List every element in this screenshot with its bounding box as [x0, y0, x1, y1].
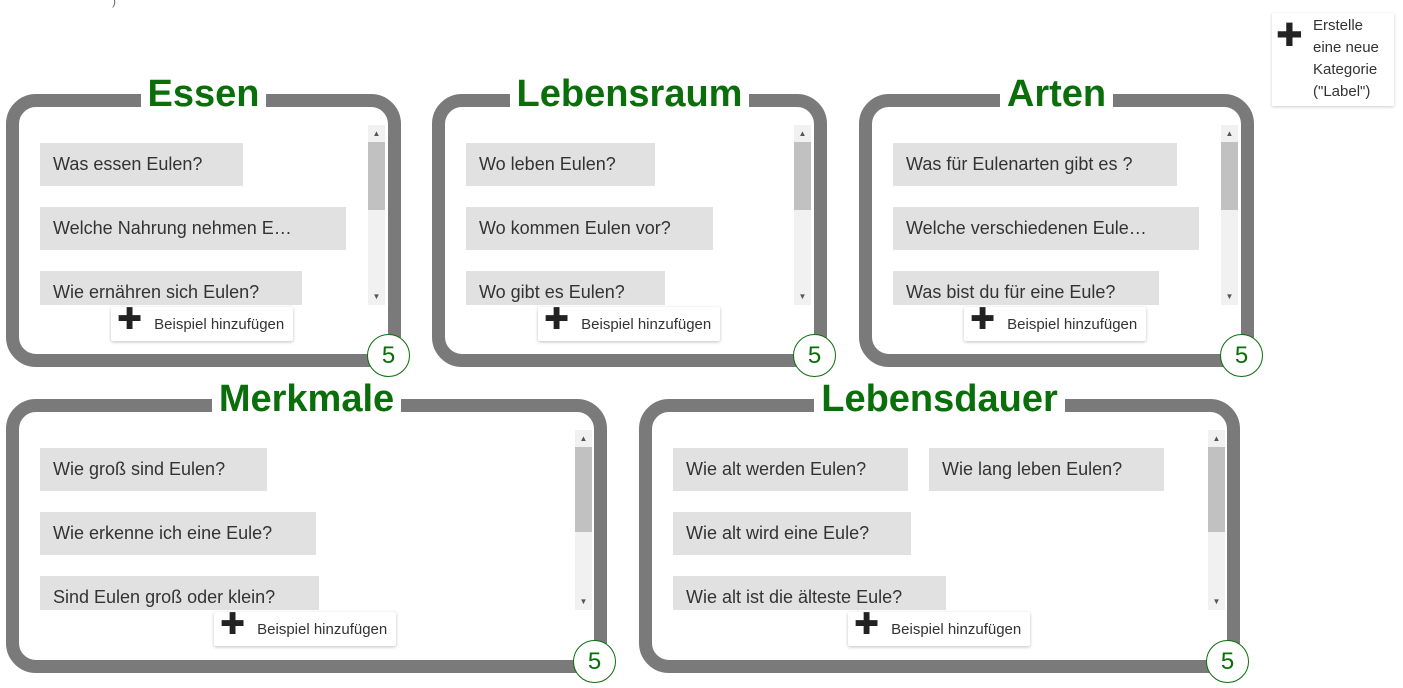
- plus-icon: ✚: [1276, 17, 1303, 53]
- example-chip[interactable]: Wo kommen Eulen vor?: [466, 207, 713, 250]
- category-card-essen: Essen Was essen Eulen? Welche Nahrung ne…: [6, 73, 410, 377]
- example-chip[interactable]: Sind Eulen groß oder klein?: [40, 576, 319, 610]
- add-example-label: Beispiel hinzufügen: [257, 620, 388, 638]
- category-title[interactable]: Lebensdauer: [814, 378, 1065, 420]
- add-example-label: Beispiel hinzufügen: [581, 315, 712, 333]
- plus-icon: ✚: [117, 303, 143, 336]
- add-example-button[interactable]: ✚ Beispiel hinzufügen: [111, 303, 294, 341]
- scroll-up-arrow-icon[interactable]: ▲: [579, 434, 588, 443]
- category-title[interactable]: Arten: [999, 73, 1114, 115]
- list-scrollbar[interactable]: ▲ ▼: [1221, 125, 1238, 305]
- scroll-down-arrow-icon[interactable]: ▼: [372, 292, 381, 301]
- add-example-label: Beispiel hinzufügen: [154, 315, 285, 333]
- example-chip[interactable]: Wie alt werden Eulen?: [673, 448, 908, 491]
- example-list[interactable]: Was für Eulenarten gibt es ? Welche vers…: [872, 125, 1221, 305]
- example-chip[interactable]: Was essen Eulen?: [40, 143, 243, 186]
- example-chip[interactable]: Wie alt wird eine Eule?: [673, 512, 911, 555]
- example-list[interactable]: Wie groß sind Eulen? Wie erkenne ich ein…: [19, 430, 575, 610]
- example-chip[interactable]: Wie alt ist die älteste Eule?: [673, 576, 946, 610]
- scroll-thumb[interactable]: [794, 142, 811, 210]
- list-scrollbar[interactable]: ▲ ▼: [368, 125, 385, 305]
- example-chip[interactable]: Welche Nahrung nehmen E…: [40, 207, 346, 250]
- example-list[interactable]: Was essen Eulen? Welche Nahrung nehmen E…: [19, 125, 368, 305]
- add-example-label: Beispiel hinzufügen: [891, 620, 1022, 638]
- add-example-button[interactable]: ✚ Beispiel hinzufügen: [848, 608, 1031, 646]
- category-title[interactable]: Lebensraum: [509, 73, 750, 115]
- top-marker-text: ): [112, 0, 116, 8]
- add-example-button[interactable]: ✚ Beispiel hinzufügen: [214, 608, 397, 646]
- example-chip[interactable]: Welche verschiedenen Eule…: [893, 207, 1199, 250]
- example-chip[interactable]: Wie groß sind Eulen?: [40, 448, 267, 491]
- category-card-lebensdauer: Lebensdauer Wie alt werden Eulen? Wie lan…: [639, 378, 1249, 683]
- example-list[interactable]: Wo leben Eulen? Wo kommen Eulen vor? Wo …: [445, 125, 794, 305]
- example-count-badge: 5: [1206, 640, 1249, 683]
- scroll-down-arrow-icon[interactable]: ▼: [1212, 597, 1221, 606]
- plus-icon: ✚: [854, 608, 880, 641]
- scroll-down-arrow-icon[interactable]: ▼: [798, 292, 807, 301]
- category-card-merkmale: Merkmale Wie groß sind Eulen? Wie erkenn…: [6, 378, 616, 683]
- example-chip[interactable]: Wo leben Eulen?: [466, 143, 655, 186]
- category-title[interactable]: Essen: [140, 73, 267, 115]
- example-chip[interactable]: Wie lang leben Eulen?: [929, 448, 1164, 491]
- plus-icon: ✚: [970, 303, 996, 336]
- create-category-button[interactable]: ✚ Erstelle eine neue Kategorie ("Label"): [1272, 13, 1394, 106]
- add-example-button[interactable]: ✚ Beispiel hinzufügen: [538, 303, 721, 341]
- example-chip[interactable]: Was bist du für eine Eule?: [893, 271, 1159, 305]
- example-chip[interactable]: Wie ernähren sich Eulen?: [40, 271, 302, 305]
- category-card-arten: Arten Was für Eulenarten gibt es ? Welch…: [859, 73, 1263, 377]
- example-count-badge: 5: [793, 334, 836, 377]
- example-chip[interactable]: Wie erkenne ich eine Eule?: [40, 512, 316, 555]
- category-card-lebensraum: Lebensraum Wo leben Eulen? Wo kommen Eul…: [432, 73, 836, 377]
- list-scrollbar[interactable]: ▲ ▼: [1208, 430, 1225, 610]
- example-chip[interactable]: Was für Eulenarten gibt es ?: [893, 143, 1177, 186]
- scroll-down-arrow-icon[interactable]: ▼: [579, 597, 588, 606]
- scroll-up-arrow-icon[interactable]: ▲: [1225, 129, 1234, 138]
- scroll-thumb[interactable]: [368, 142, 385, 210]
- plus-icon: ✚: [544, 303, 570, 336]
- example-count-badge: 5: [1220, 334, 1263, 377]
- category-title[interactable]: Merkmale: [211, 378, 402, 420]
- plus-icon: ✚: [220, 608, 246, 641]
- scroll-up-arrow-icon[interactable]: ▲: [372, 129, 381, 138]
- scroll-thumb[interactable]: [575, 447, 592, 532]
- list-scrollbar[interactable]: ▲ ▼: [575, 430, 592, 610]
- example-count-badge: 5: [573, 640, 616, 683]
- scroll-up-arrow-icon[interactable]: ▲: [798, 129, 807, 138]
- add-example-button[interactable]: ✚ Beispiel hinzufügen: [964, 303, 1147, 341]
- add-example-label: Beispiel hinzufügen: [1007, 315, 1138, 333]
- example-count-badge: 5: [367, 334, 410, 377]
- example-chip[interactable]: Wo gibt es Eulen?: [466, 271, 665, 305]
- scroll-down-arrow-icon[interactable]: ▼: [1225, 292, 1234, 301]
- list-scrollbar[interactable]: ▲ ▼: [794, 125, 811, 305]
- create-category-label: Erstelle eine neue Kategorie ("Label"): [1313, 17, 1379, 100]
- example-list[interactable]: Wie alt werden Eulen? Wie lang leben Eule…: [652, 430, 1208, 610]
- scroll-up-arrow-icon[interactable]: ▲: [1212, 434, 1221, 443]
- scroll-thumb[interactable]: [1208, 447, 1225, 532]
- scroll-thumb[interactable]: [1221, 142, 1238, 210]
